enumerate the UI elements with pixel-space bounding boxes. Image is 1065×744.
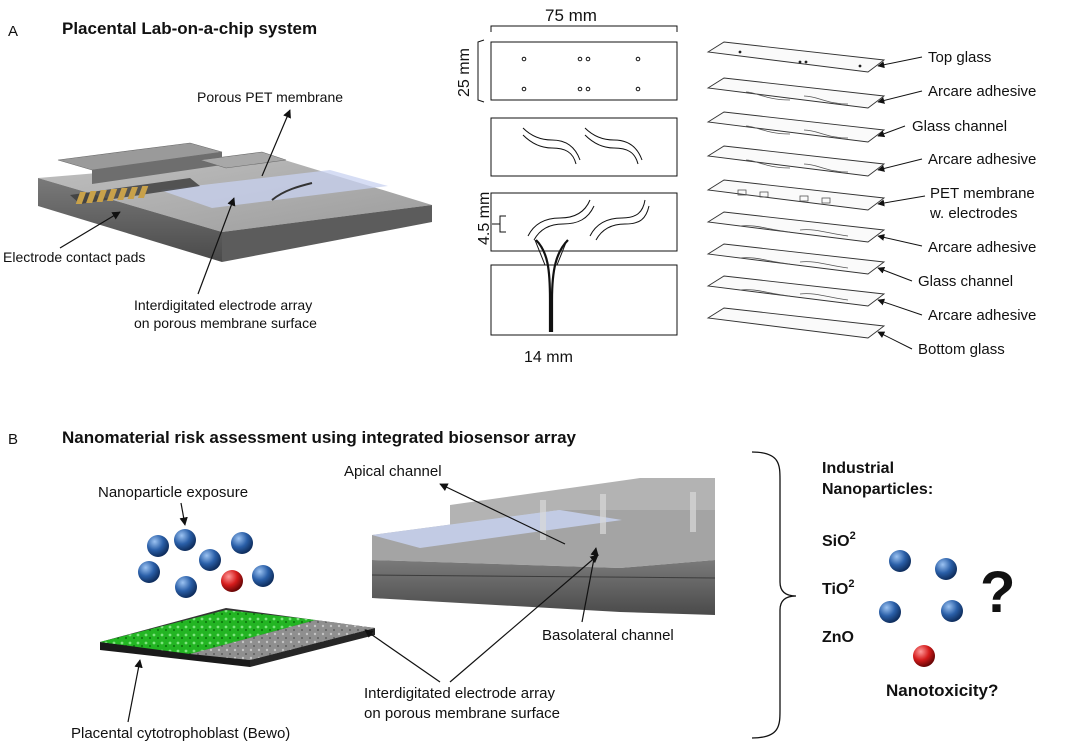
dim-height: 25 mm (456, 48, 473, 97)
nanoparticle-cluster (138, 529, 274, 598)
np-title-line2: Nanoparticles: (822, 481, 933, 498)
label-electrode-b-line1: Interdigitated electrode array (364, 685, 555, 702)
layer-label-1: Top glass (928, 49, 991, 66)
chip-3d-illustration (38, 142, 432, 262)
electrode-contact-pads (75, 186, 149, 204)
layer-label-2: Arcare adhesive (928, 83, 1036, 100)
panel-b-letter: B (8, 431, 18, 448)
label-basolateral: Basolateral channel (542, 627, 674, 644)
technical-drawings (477, 25, 678, 336)
label-apical: Apical channel (344, 463, 442, 480)
grouping-brace (751, 451, 797, 739)
arrow-membrane (261, 109, 291, 177)
layer-labels: Top glass Arcare adhesive Glass channel … (912, 49, 1036, 358)
membrane-region (160, 170, 388, 208)
arrow-electrode-b-slab (364, 629, 441, 683)
layer-label-6: Arcare adhesive (928, 239, 1036, 256)
dim-gap: 4.5 mm (476, 192, 493, 245)
layer-label-5: PET membrane (930, 185, 1035, 202)
question-mark: ? (980, 560, 1015, 625)
layer-label-9: Bottom glass (918, 341, 1005, 358)
panel-a-letter: A (8, 23, 18, 40)
layer-stack (706, 41, 886, 339)
arrow-apical (439, 483, 566, 545)
layer-label-8: Arcare adhesive (928, 307, 1036, 324)
label-porous-membrane: Porous PET membrane (197, 89, 343, 105)
np-item-zno: ZnO (822, 629, 854, 646)
panel-a-title: Placental Lab-on-a-chip system (62, 19, 317, 38)
panel-b-title: Nanomaterial risk assessment using integ… (62, 428, 577, 447)
layer-arrows (877, 56, 926, 350)
label-electrode-line1: Interdigitated electrode array (134, 297, 312, 313)
cell-layer-slab (100, 608, 375, 667)
nanotoxicity-label: Nanotoxicity? (886, 681, 998, 700)
industrial-nanoparticles (879, 550, 963, 667)
label-electrode-line2: on porous membrane surface (134, 315, 317, 331)
label-electrode-b-line2: on porous membrane surface (364, 705, 560, 722)
np-item-tio2: TiO2 (822, 578, 855, 598)
membrane-band (372, 510, 622, 548)
panel-b: B Nanomaterial risk assessment using int… (8, 428, 1015, 742)
layer-label-4: Arcare adhesive (928, 151, 1036, 168)
arrow-electrode (197, 197, 236, 295)
arrow-cells (127, 659, 143, 723)
layer-label-3: Glass channel (912, 118, 1007, 135)
dim-width: 75 mm (545, 6, 597, 25)
arrow-exposure (179, 502, 188, 526)
layer-label-7: Glass channel (918, 273, 1013, 290)
np-title-line1: Industrial (822, 460, 894, 477)
arrow-electrode-b-chip (449, 554, 599, 683)
arrow-contact-pads (59, 211, 121, 249)
chip-cross-section (371, 478, 716, 615)
label-contact-pads: Electrode contact pads (3, 249, 145, 265)
layer-label-5b: w. electrodes (929, 205, 1018, 222)
dim-length: 14 mm (524, 349, 573, 366)
np-item-sio2: SiO2 (822, 530, 856, 550)
panel-a: A Placental Lab-on-a-chip system Po (3, 6, 1036, 366)
label-cells: Placental cytotrophoblast (Bewo) (71, 725, 290, 742)
label-exposure: Nanoparticle exposure (98, 484, 248, 501)
